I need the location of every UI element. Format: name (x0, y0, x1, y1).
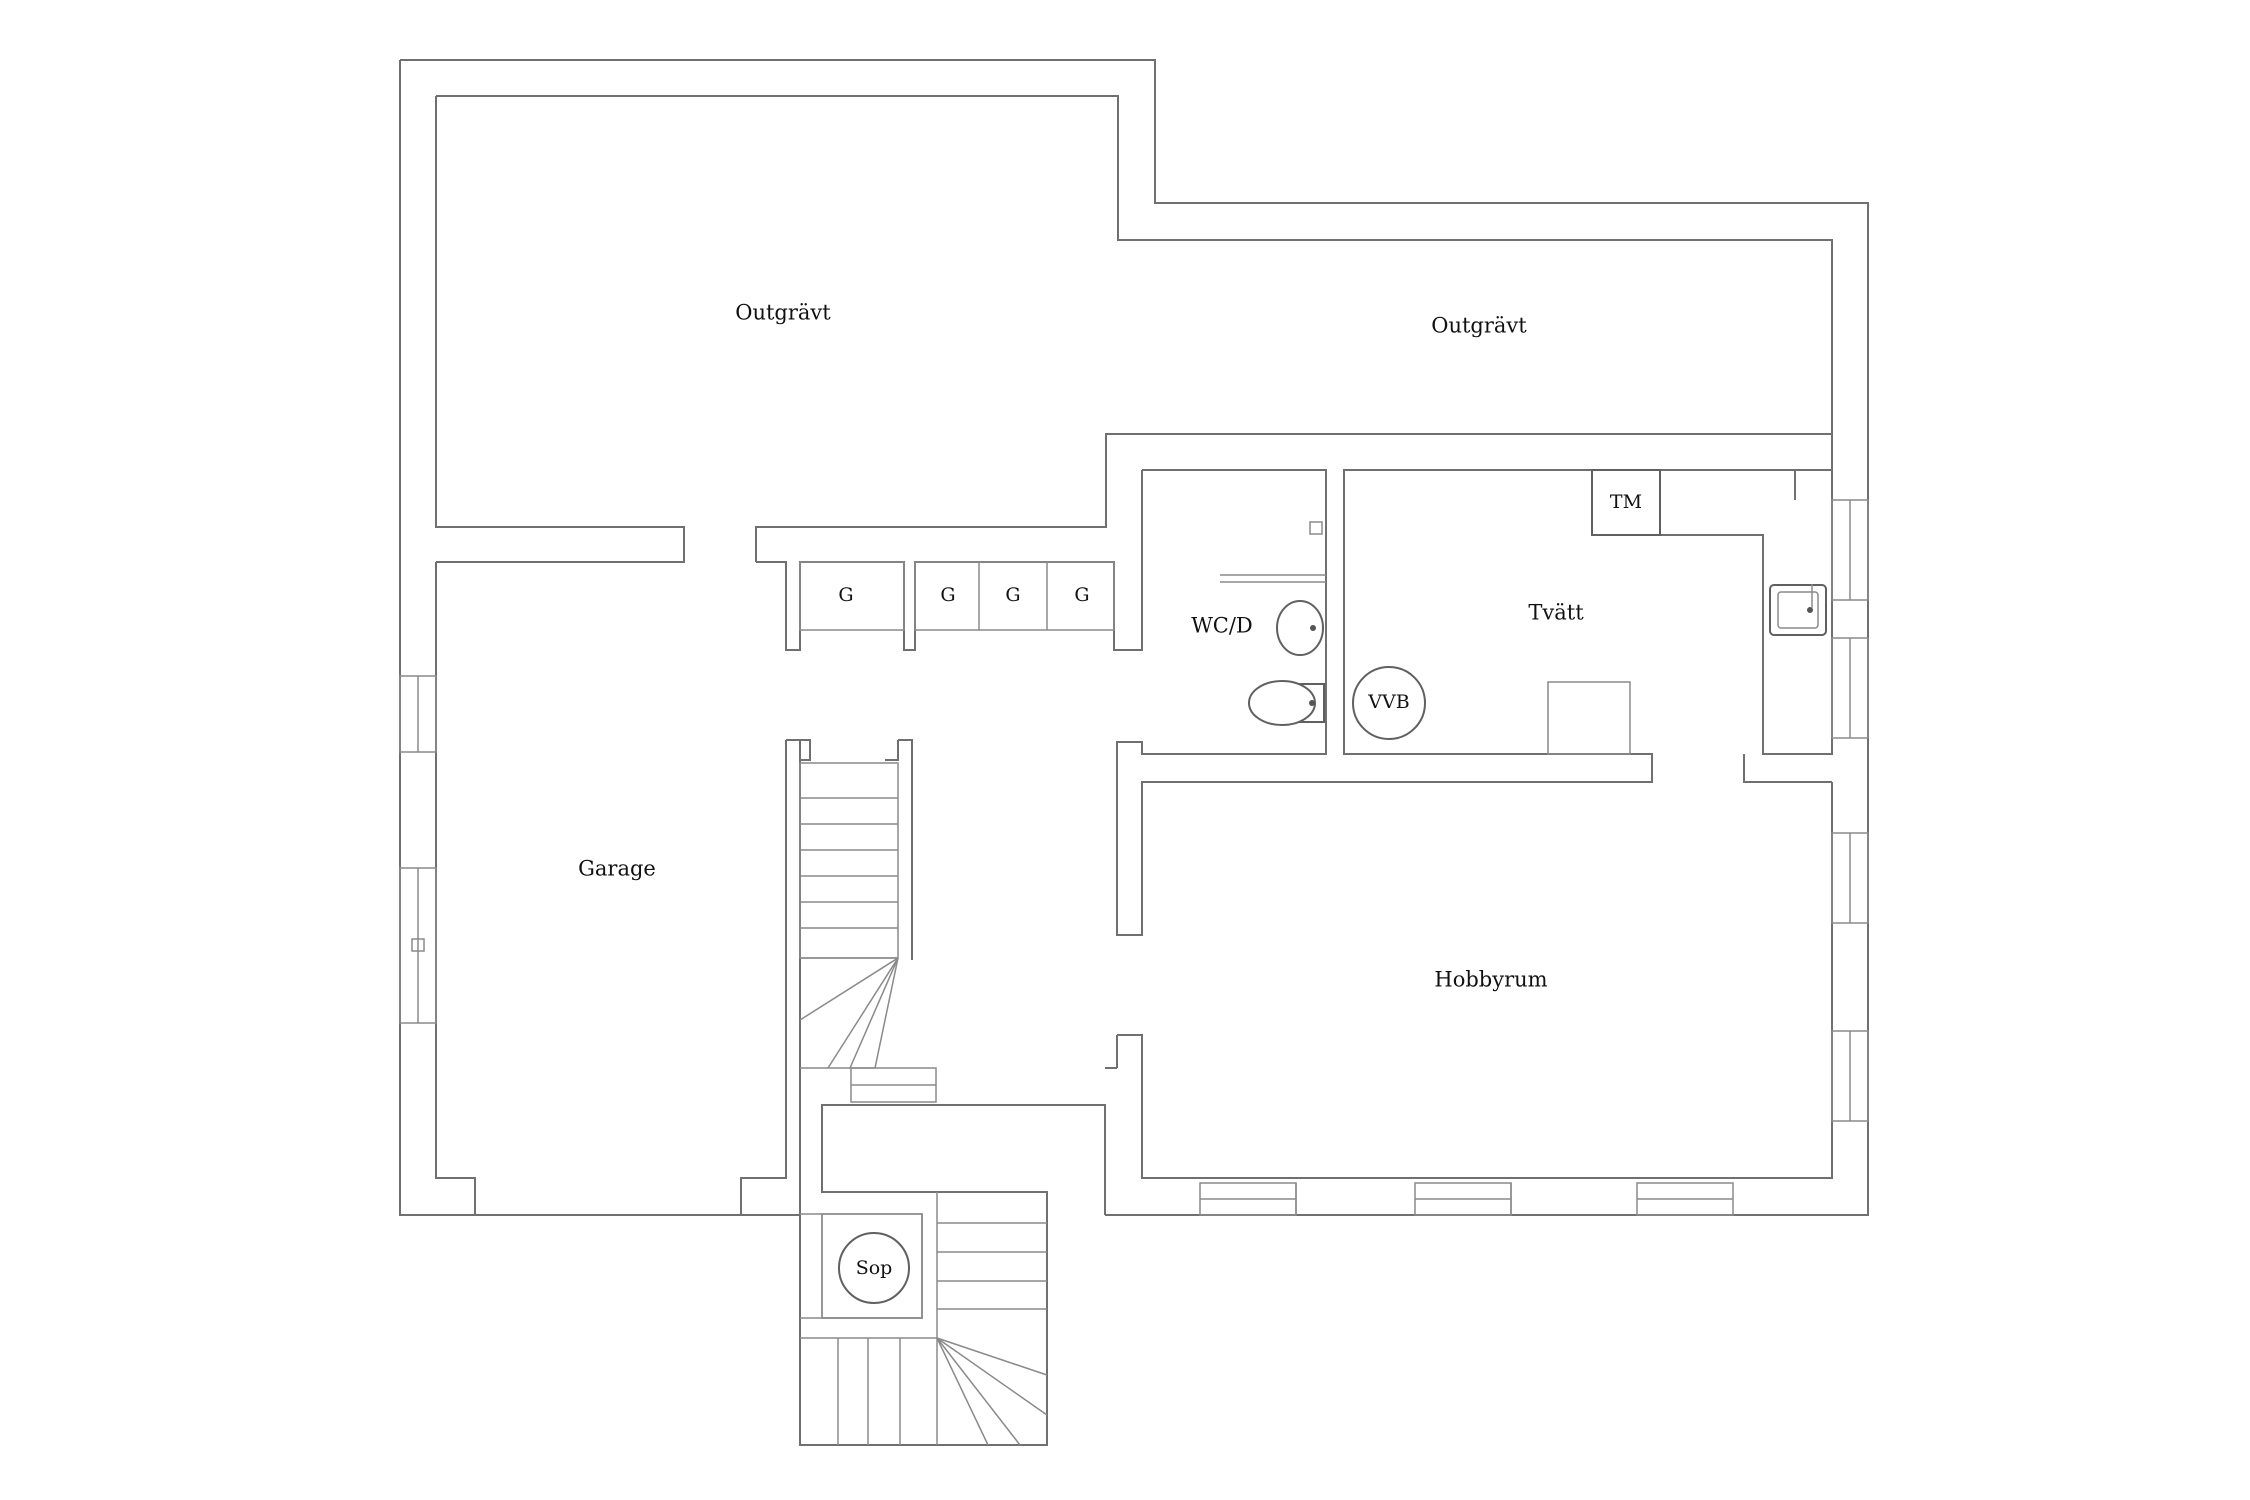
storage-walls (756, 470, 1143, 651)
vvb-tank (1352, 666, 1426, 740)
storage-label: G (940, 584, 955, 606)
wash-basin-icon (1276, 600, 1324, 656)
room-label-tvatt: Tvätt (1528, 601, 1584, 625)
fixture-label-tm: TM (1610, 491, 1642, 513)
outer-walls (399, 59, 1869, 1216)
fixture-label-vvb: VVB (1367, 691, 1409, 713)
room-label-garage: Garage (578, 857, 656, 881)
storage-label: G (838, 584, 853, 606)
toilet-bowl-icon (1248, 680, 1316, 726)
entrance-walls (799, 1104, 1106, 1446)
room-label-outgravt-west: Outgrävt (735, 301, 831, 325)
shower-head-icon (1309, 521, 1323, 535)
storage-label: G (1005, 584, 1020, 606)
room-label-outgravt-east: Outgrävt (1431, 314, 1527, 338)
wc-fixtures (1248, 521, 1325, 726)
garage-walls (399, 562, 801, 1215)
laundry-fixtures (1352, 469, 1827, 740)
stairs-down (786, 739, 937, 1103)
room-label-sop: Sop (856, 1257, 893, 1279)
inner-walls (1105, 434, 1869, 1216)
room-label-wc-d: WC/D (1191, 614, 1253, 638)
room-labels: Outgrävt Outgrävt Garage WC/D Tvätt Hobb… (578, 301, 1642, 1280)
storage-label: G (1074, 584, 1089, 606)
room-label-hobbyrum: Hobbyrum (1434, 968, 1547, 992)
tm-box (1591, 469, 1661, 536)
